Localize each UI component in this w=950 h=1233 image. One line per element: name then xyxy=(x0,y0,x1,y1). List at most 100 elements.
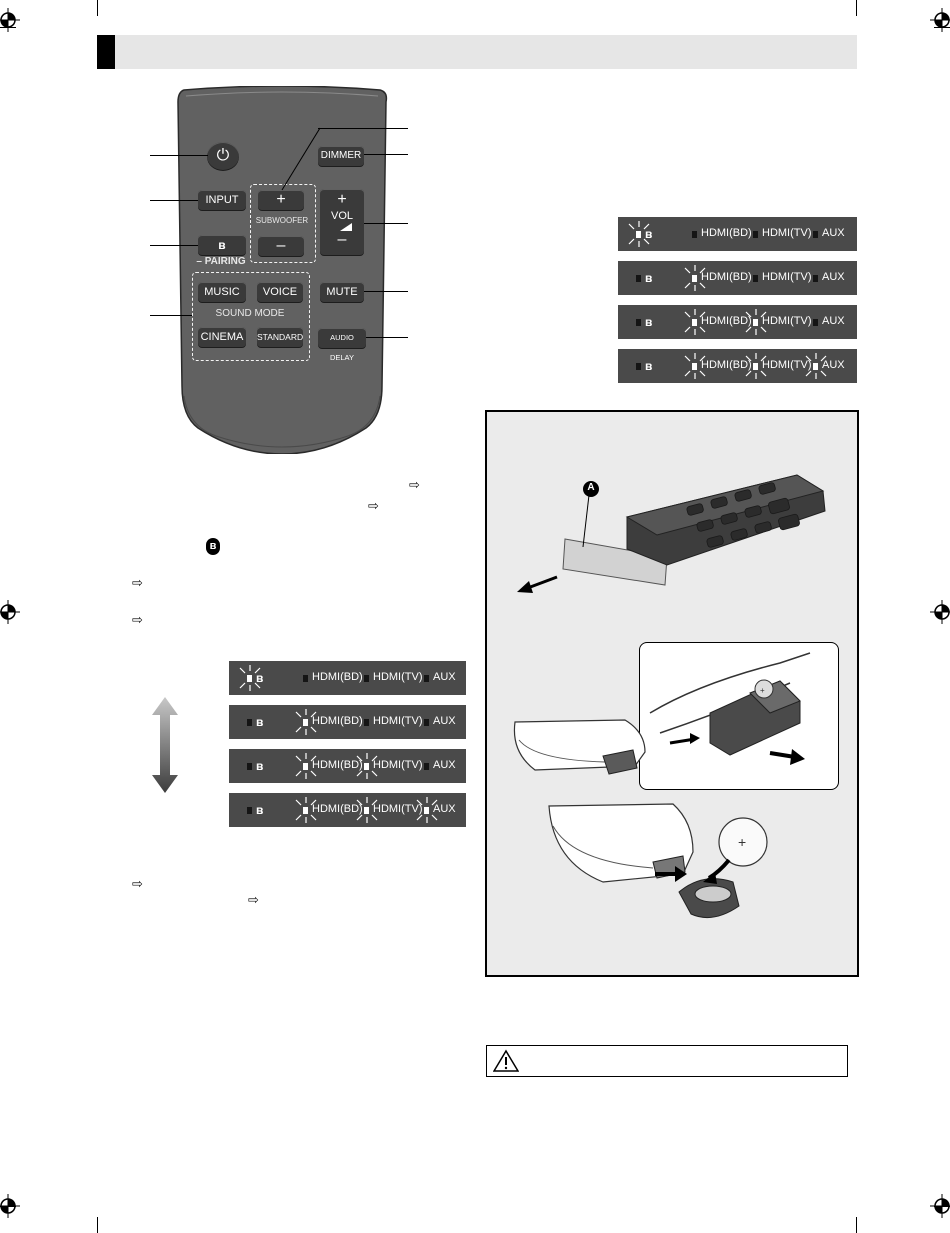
volume-ramp-icon xyxy=(340,223,352,231)
battery-holder-closeup-illustration: + xyxy=(649,652,811,765)
led-light xyxy=(247,763,252,770)
cinema-button[interactable]: CINEMA xyxy=(198,327,246,347)
flashing-led-icon xyxy=(295,797,317,823)
battery-insert-illustration: + xyxy=(548,803,768,919)
flashing-led-icon xyxy=(628,221,650,247)
hdmi-tv-indicator-label: HDMI(TV) xyxy=(373,715,423,727)
led-light xyxy=(692,275,697,282)
callout-line xyxy=(281,127,320,191)
input-button[interactable]: INPUT xyxy=(198,190,246,210)
standard-button[interactable]: STANDARD xyxy=(257,327,303,347)
hdmi-tv-indicator-label: HDMI(TV) xyxy=(762,359,812,371)
flashing-led-icon xyxy=(745,309,767,335)
section-header-tab xyxy=(97,35,115,69)
aux-indicator-label: AUX xyxy=(433,715,456,727)
subwoofer-minus-button[interactable]: – xyxy=(258,236,304,256)
led-light xyxy=(636,275,641,282)
led-light xyxy=(636,231,641,238)
bluetooth-indicator-label: ʙ xyxy=(645,315,653,329)
power-button[interactable]: ⏻ xyxy=(207,142,239,170)
led-light xyxy=(692,231,697,238)
hdmi-bd-indicator-label: HDMI(BD) xyxy=(701,359,752,371)
led-indicator-panel: ʙ HDMI(BD) HDMI(TV) AUX xyxy=(229,793,466,827)
callout-line xyxy=(364,291,408,292)
remote-pull-tab-illustration xyxy=(517,474,826,593)
remote-control: ⏻ DIMMER INPUT + SUBWOOFER – + VOL – ʙ –… xyxy=(176,86,388,454)
flashing-led-icon xyxy=(684,309,706,335)
crop-line xyxy=(934,1206,950,1207)
hdmi-bd-indicator-label: HDMI(BD) xyxy=(312,803,363,815)
up-down-arrow-icon xyxy=(152,697,178,793)
callout-line xyxy=(150,155,208,156)
hdmi-tv-indicator-label: HDMI(TV) xyxy=(373,803,423,815)
svg-text:+: + xyxy=(738,834,746,850)
warning-triangle-icon xyxy=(493,1049,519,1072)
sound-mode-group xyxy=(192,272,310,361)
remote-body-shape xyxy=(177,86,388,454)
svg-text:+: + xyxy=(760,686,765,695)
led-light xyxy=(636,363,641,370)
bluetooth-indicator-label: ʙ xyxy=(256,803,264,817)
power-icon: ⏻ xyxy=(216,147,230,164)
bluetooth-icon: ʙ xyxy=(218,238,226,252)
flashing-led-icon xyxy=(684,353,706,379)
reference-arrow-icon: ⇨ xyxy=(368,499,379,514)
flashing-led-icon xyxy=(295,753,317,779)
led-light xyxy=(813,319,818,326)
reference-arrow-icon: ⇨ xyxy=(132,576,143,591)
led-light xyxy=(424,763,429,770)
voice-button[interactable]: VOICE xyxy=(257,282,303,302)
aux-indicator-label: AUX xyxy=(433,671,456,683)
crop-line xyxy=(0,27,16,28)
bluetooth-indicator-label: ʙ xyxy=(645,227,653,241)
audio-delay-button[interactable]: AUDIO DELAY xyxy=(318,328,366,362)
volume-up-label: + xyxy=(337,191,347,208)
hdmi-bd-indicator-label: HDMI(BD) xyxy=(312,715,363,727)
hdmi-bd-indicator-label: HDMI(BD) xyxy=(701,227,752,239)
hdmi-tv-indicator-label: HDMI(TV) xyxy=(373,671,423,683)
led-light xyxy=(247,807,252,814)
music-button[interactable]: MUSIC xyxy=(198,282,246,302)
led-indicator-panel: ʙ HDMI(BD) HDMI(TV) AUX xyxy=(618,349,857,383)
volume-label: VOL xyxy=(330,210,353,222)
pairing-label: – PAIRING xyxy=(196,256,246,267)
bluetooth-icon: ʙ xyxy=(206,538,220,555)
led-light xyxy=(636,319,641,326)
marker-a-label: A xyxy=(587,482,595,493)
subwoofer-plus-button[interactable]: + xyxy=(258,190,304,210)
flashing-led-icon xyxy=(239,665,261,691)
led-light xyxy=(303,763,308,770)
mute-button[interactable]: MUTE xyxy=(320,282,364,302)
led-light xyxy=(753,275,758,282)
registration-mark-icon xyxy=(930,600,950,624)
pairing-button[interactable]: ʙ xyxy=(198,235,246,255)
flashing-led-icon xyxy=(295,709,317,735)
callout-line xyxy=(364,154,408,155)
callout-line xyxy=(150,200,198,201)
led-light xyxy=(424,807,429,814)
bluetooth-indicator-label: ʙ xyxy=(645,359,653,373)
hdmi-bd-indicator-label: HDMI(BD) xyxy=(701,271,752,283)
led-light xyxy=(692,319,697,326)
bluetooth-indicator-label: ʙ xyxy=(645,271,653,285)
led-light xyxy=(303,719,308,726)
aux-indicator-label: AUX xyxy=(822,227,845,239)
hdmi-bd-indicator-label: HDMI(BD) xyxy=(312,671,363,683)
dimmer-button[interactable]: DIMMER xyxy=(318,146,364,166)
flashing-led-icon xyxy=(416,797,438,823)
hdmi-tv-indicator-label: HDMI(TV) xyxy=(762,227,812,239)
led-light xyxy=(303,675,308,682)
volume-rocker[interactable]: + VOL – xyxy=(320,189,364,255)
aux-indicator-label: AUX xyxy=(822,359,845,371)
aux-indicator-label: AUX xyxy=(433,803,456,815)
subwoofer-group xyxy=(250,184,316,263)
led-light xyxy=(424,719,429,726)
crop-line xyxy=(0,1206,16,1207)
battery-holder-inset: + xyxy=(639,642,839,790)
